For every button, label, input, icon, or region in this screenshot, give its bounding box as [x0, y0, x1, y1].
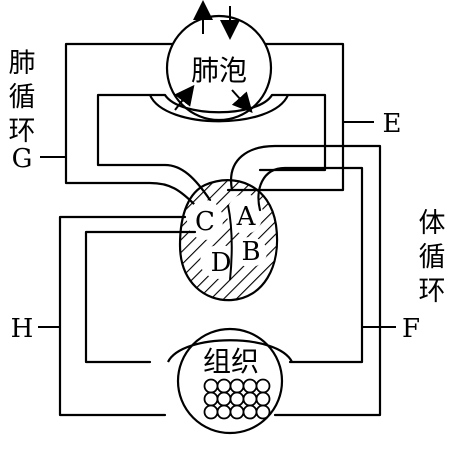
vessel-e: E: [383, 109, 402, 139]
chamber-c-area: [187, 200, 223, 240]
pulmonary-vein-outer: [64, 42, 197, 207]
systemic-char-3: 环: [419, 276, 446, 307]
alveolus-capillary: [164, 94, 273, 114]
pulmonary-char-1: 肺: [9, 48, 36, 79]
exchange-arrow-left: [174, 84, 195, 111]
chamber-b: B: [241, 237, 260, 267]
tissue-label: 组织: [203, 345, 259, 378]
vessel-g: G: [12, 144, 33, 174]
chamber-a-area: [227, 194, 263, 234]
pulmonary-char-2: 循: [9, 82, 36, 113]
vena-cava-outer: [58, 215, 187, 417]
vena-cava-inner: [84, 230, 197, 364]
aorta-inner: [257, 166, 364, 364]
alveolus-label: 肺泡: [191, 54, 247, 87]
tissue: [176, 327, 284, 435]
aorta-outer: [229, 144, 382, 417]
pulmonary-char-3: 环: [9, 116, 36, 147]
tissue-capillary: [167, 339, 293, 363]
pulmonary-artery-outer: [226, 42, 345, 192]
heart-septum: [227, 204, 233, 281]
systemic-char-2: 循: [419, 242, 446, 273]
chamber-c: C: [195, 207, 215, 237]
heart: [178, 179, 279, 302]
alveolus-wall: [148, 94, 290, 123]
tissue-cells: [203, 378, 271, 420]
chamber-b-area: [233, 237, 267, 267]
pulmonary-artery-inner: [258, 93, 327, 172]
chamber-a: A: [236, 202, 257, 232]
exchange-arrow-right: [231, 89, 253, 113]
systemic-char-1: 体: [419, 208, 446, 239]
vessel-h: H: [11, 314, 34, 344]
chamber-d: D: [211, 248, 232, 278]
vessel-f: F: [402, 314, 420, 344]
